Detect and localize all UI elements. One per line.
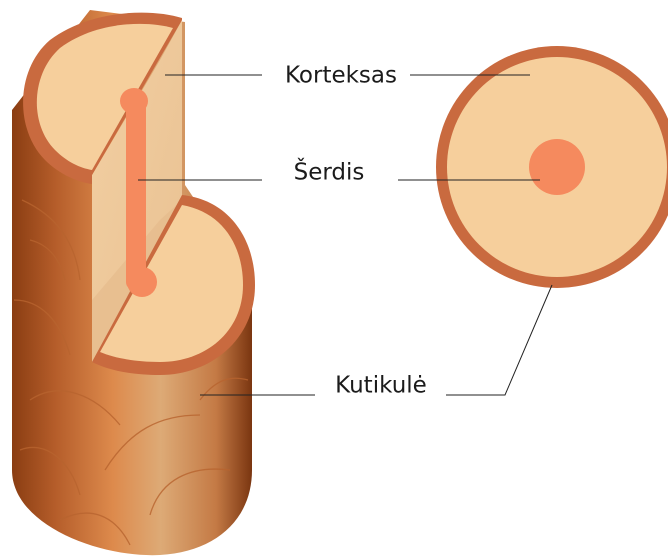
medulla-strip — [126, 95, 146, 290]
cuticle-label: Kutikulė — [335, 373, 427, 399]
cross-section-illustration — [436, 46, 668, 288]
cortex-label: Korteksas — [285, 63, 397, 89]
cuticle-leader-right — [446, 285, 552, 395]
medulla-upper-dot — [120, 88, 148, 114]
hair-shaft-illustration — [12, 10, 255, 555]
medulla-lower-dot — [127, 267, 157, 297]
cross-section-medulla — [529, 139, 585, 195]
medulla-label: Šerdis — [294, 158, 365, 186]
